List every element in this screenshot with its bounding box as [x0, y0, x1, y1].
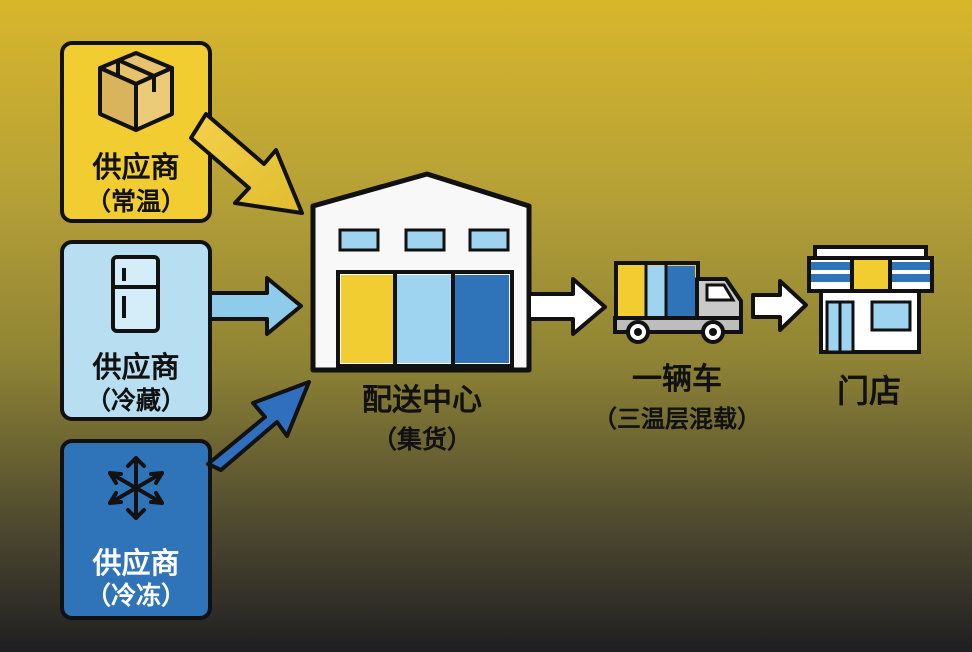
arrow-icon — [208, 276, 303, 336]
arrow-icon — [189, 112, 304, 215]
store-icon — [807, 245, 934, 354]
arrow-icon — [206, 380, 311, 472]
truck-title: 一辆车 — [632, 362, 722, 397]
truck-subtitle: （三温层混载） — [593, 405, 761, 433]
supplier-title: 供应商 — [92, 546, 180, 580]
distribution-center-subtitle: （集货） — [371, 425, 472, 454]
warehouse-icon — [310, 171, 532, 373]
supplier-frozen-box — [60, 439, 212, 620]
box-icon — [98, 51, 174, 132]
arrow-icon — [751, 279, 808, 332]
arrow-icon — [527, 277, 607, 336]
supplier-title: 供应商 — [92, 150, 180, 184]
supplier-title: 供应商 — [92, 350, 180, 384]
store-title: 门店 — [836, 372, 901, 410]
supplier-subtitle: （冷冻） — [85, 581, 186, 610]
truck-icon — [613, 261, 743, 344]
supplier-subtitle: （冷藏） — [85, 386, 186, 415]
snowflake-icon — [108, 456, 164, 520]
supplier-subtitle: （常温） — [85, 187, 186, 216]
refrigerator-icon — [111, 255, 160, 333]
distribution-center-title: 配送中心 — [362, 383, 482, 418]
